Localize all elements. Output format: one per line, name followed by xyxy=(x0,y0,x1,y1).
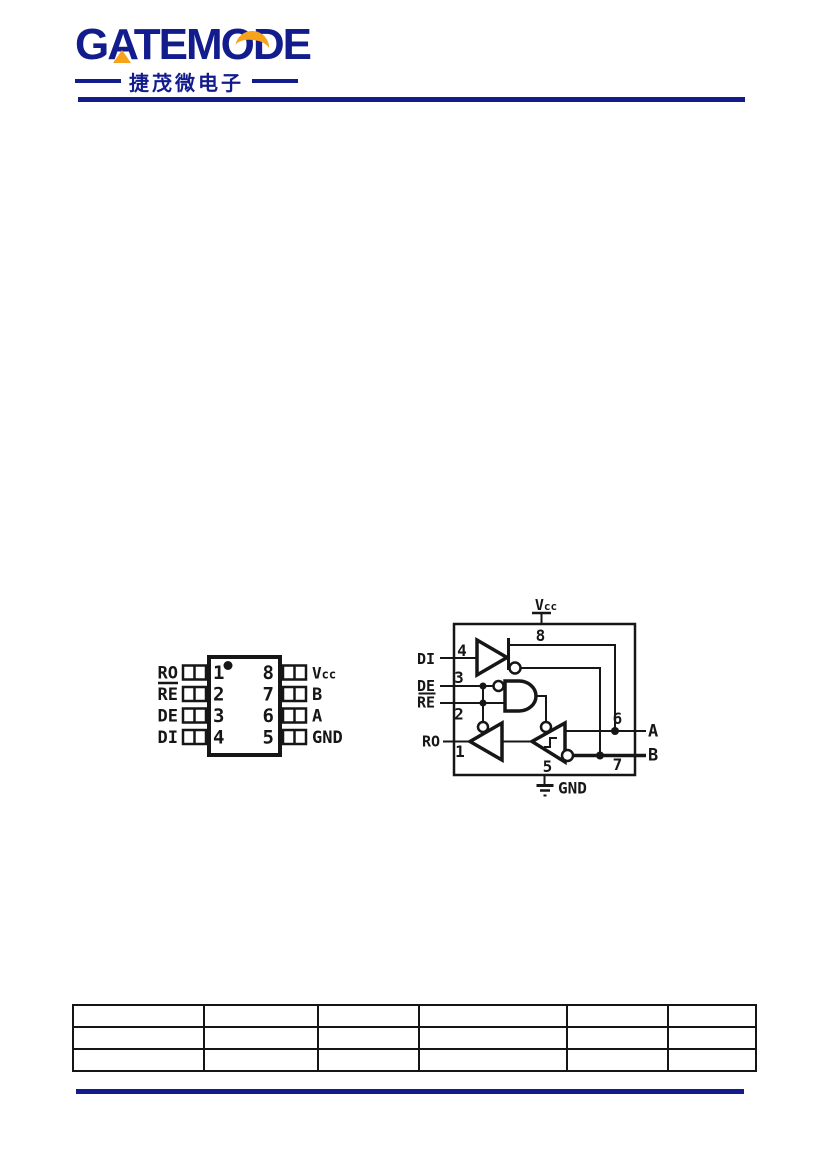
table-row xyxy=(72,1004,757,1028)
a-junction-dot xyxy=(611,727,619,735)
func-label-a: A xyxy=(648,722,658,742)
driver-buffer-icon xyxy=(475,636,511,679)
pin-number-3: 3 xyxy=(213,705,224,727)
pin-label-ro: RO xyxy=(158,664,178,684)
table-row xyxy=(72,1048,757,1072)
pin1-marker-dot-icon xyxy=(223,661,233,670)
table-cell xyxy=(667,1048,757,1072)
table-cell xyxy=(566,1004,669,1028)
func-pin-1: 1 xyxy=(455,742,465,761)
pin-number-2: 2 xyxy=(213,684,224,706)
b-junction-dot xyxy=(596,751,604,760)
hysteresis-glyph-icon xyxy=(544,737,557,748)
table-cell xyxy=(317,1026,420,1050)
logo-dash-right xyxy=(252,79,298,84)
table-cell xyxy=(203,1004,319,1028)
receiver-inverting-bubble-icon xyxy=(560,748,575,763)
table-cell xyxy=(566,1026,669,1050)
brand-chinese-name: 捷茂微电子 xyxy=(129,70,244,95)
right-pin-boxes xyxy=(281,664,308,746)
func-label-re: RE xyxy=(417,694,435,712)
brand-chinese-row: 捷茂微电子 xyxy=(75,67,337,96)
table-cell xyxy=(203,1048,319,1072)
pin-number-1: 1 xyxy=(213,662,224,684)
func-label-b: B xyxy=(648,746,658,766)
func-label-de: DE xyxy=(417,677,435,695)
func-pin-2: 2 xyxy=(454,705,464,724)
func-pin-5: 5 xyxy=(543,757,553,776)
table-cell xyxy=(72,1048,205,1072)
pin-label-de: DE xyxy=(158,707,178,727)
functional-diagram: Vcc 8 DI 4 DE 3 RE 2 RO 1 6 A 7 B 5 GND xyxy=(417,596,658,798)
table-cell xyxy=(418,1048,568,1072)
pin-label-gnd: GND xyxy=(312,728,343,748)
table-cell xyxy=(72,1026,205,1050)
ground-symbol-icon xyxy=(536,784,554,797)
logo-dash-left xyxy=(75,79,121,84)
table-cell xyxy=(72,1004,205,1028)
driver-inverting-bubble-icon xyxy=(508,661,522,675)
pin-label-vcc: Vcc xyxy=(312,664,336,683)
pin-number-5: 5 xyxy=(263,727,274,749)
pin-number-7: 7 xyxy=(263,684,274,706)
pin-label-a: A xyxy=(312,707,322,727)
func-pin-4: 4 xyxy=(457,641,467,660)
footer-rule xyxy=(76,1089,744,1094)
left-pin-boxes xyxy=(181,664,208,746)
func-pin-8: 8 xyxy=(536,626,546,645)
pin-number-4: 4 xyxy=(213,727,224,749)
schmitt-receiver-icon xyxy=(528,720,567,766)
pin-number-8: 8 xyxy=(263,662,274,684)
driver-inv-wire xyxy=(520,667,601,756)
pin-label-di: DI xyxy=(158,728,178,748)
vcc-label: Vcc xyxy=(535,596,557,614)
driver-noninv-wire xyxy=(508,644,616,731)
func-pin-3: 3 xyxy=(454,668,464,687)
gnd-label: GND xyxy=(558,779,587,798)
table-cell xyxy=(317,1004,420,1028)
pinout-diagram: RO RE DE DI 1 2 3 4 8 7 6 5 Vcc B A GND xyxy=(158,655,343,757)
table-cell xyxy=(566,1048,669,1072)
spec-table xyxy=(72,1004,757,1072)
chip-body xyxy=(207,655,282,757)
and-gate-icon xyxy=(503,679,538,713)
table-row xyxy=(72,1026,757,1050)
pin-label-b: B xyxy=(312,685,322,705)
table-cell xyxy=(317,1048,420,1072)
table-cell xyxy=(418,1004,568,1028)
pin-number-6: 6 xyxy=(263,705,274,727)
func-label-di: DI xyxy=(417,650,435,668)
func-pin-6: 6 xyxy=(613,709,623,728)
table-cell xyxy=(667,1026,757,1050)
table-cell xyxy=(667,1004,757,1028)
func-label-ro: RO xyxy=(422,733,440,751)
and-output-wire xyxy=(536,695,547,722)
logo-orange-triangle-icon xyxy=(113,50,131,63)
pin-label-re: RE xyxy=(158,685,178,705)
table-cell xyxy=(203,1026,319,1050)
brand-logo: GATEMODE 捷茂微电子 xyxy=(75,23,337,96)
table-cell xyxy=(418,1026,568,1050)
header-rule xyxy=(78,97,745,102)
func-pin-7: 7 xyxy=(613,755,623,774)
and-input-bubble-icon xyxy=(492,679,505,693)
